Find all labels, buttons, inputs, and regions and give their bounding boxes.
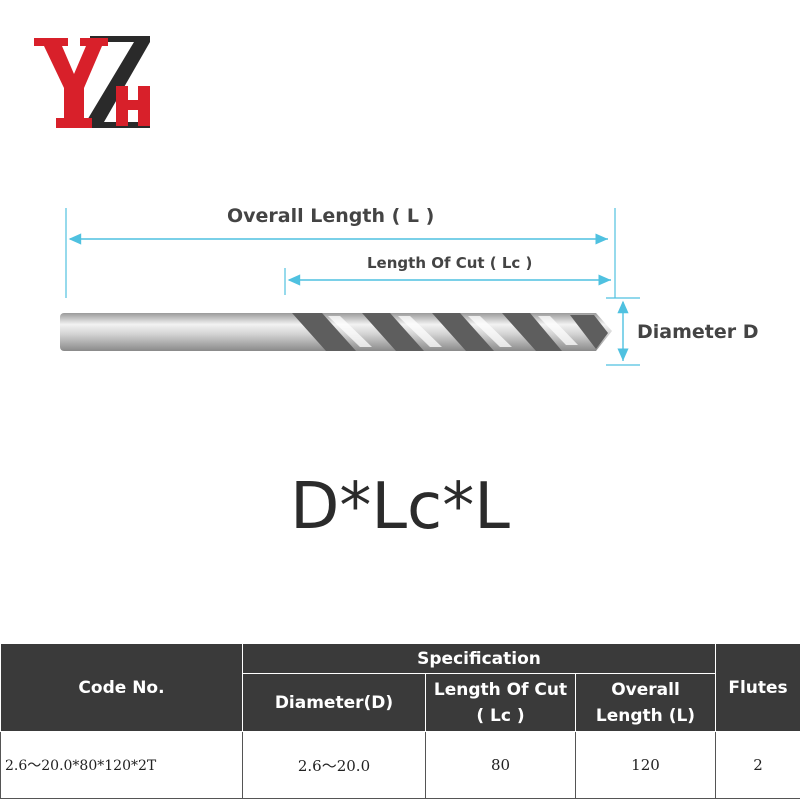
yzh-logo-icon [34,36,150,128]
table-row: 2.6～20.0*80*120*2T 2.6～20.0 80 120 2 [0,731,800,799]
header-diameter: Diameter(D) [242,673,426,732]
specification-table: Code No. Specification Flutes Diameter(D… [0,643,800,799]
header-overall-length: Overall Length (L) [575,673,716,732]
header-length-of-cut: Length Of Cut ( Lc ) [425,673,576,732]
diameter-label: Diameter D [637,321,759,343]
header-overall-length-line2: Length (L) [595,705,696,726]
cell-flutes: 2 [715,731,800,799]
cell-overall-length: 120 [575,731,716,799]
header-specification: Specification [242,643,716,674]
header-length-of-cut-line2: ( Lc ) [476,705,525,726]
header-overall-length-line1: Overall [611,679,680,700]
dimension-formula: D*Lc*L [290,470,510,544]
cell-length-of-cut: 80 [425,731,576,799]
cell-diameter: 2.6～20.0 [242,731,426,799]
twist-drill-bit-icon [60,313,612,351]
cell-code: 2.6～20.0*80*120*2T [0,731,243,799]
length-of-cut-label: Length Of Cut ( Lc ) [367,254,533,272]
overall-length-label: Overall Length ( L ) [227,205,435,227]
header-code-no: Code No. [0,643,243,732]
dimension-extension-lines [65,208,640,366]
header-flutes: Flutes [715,643,800,732]
drill-dimension-drawing [60,208,640,366]
header-length-of-cut-line1: Length Of Cut [433,679,568,700]
